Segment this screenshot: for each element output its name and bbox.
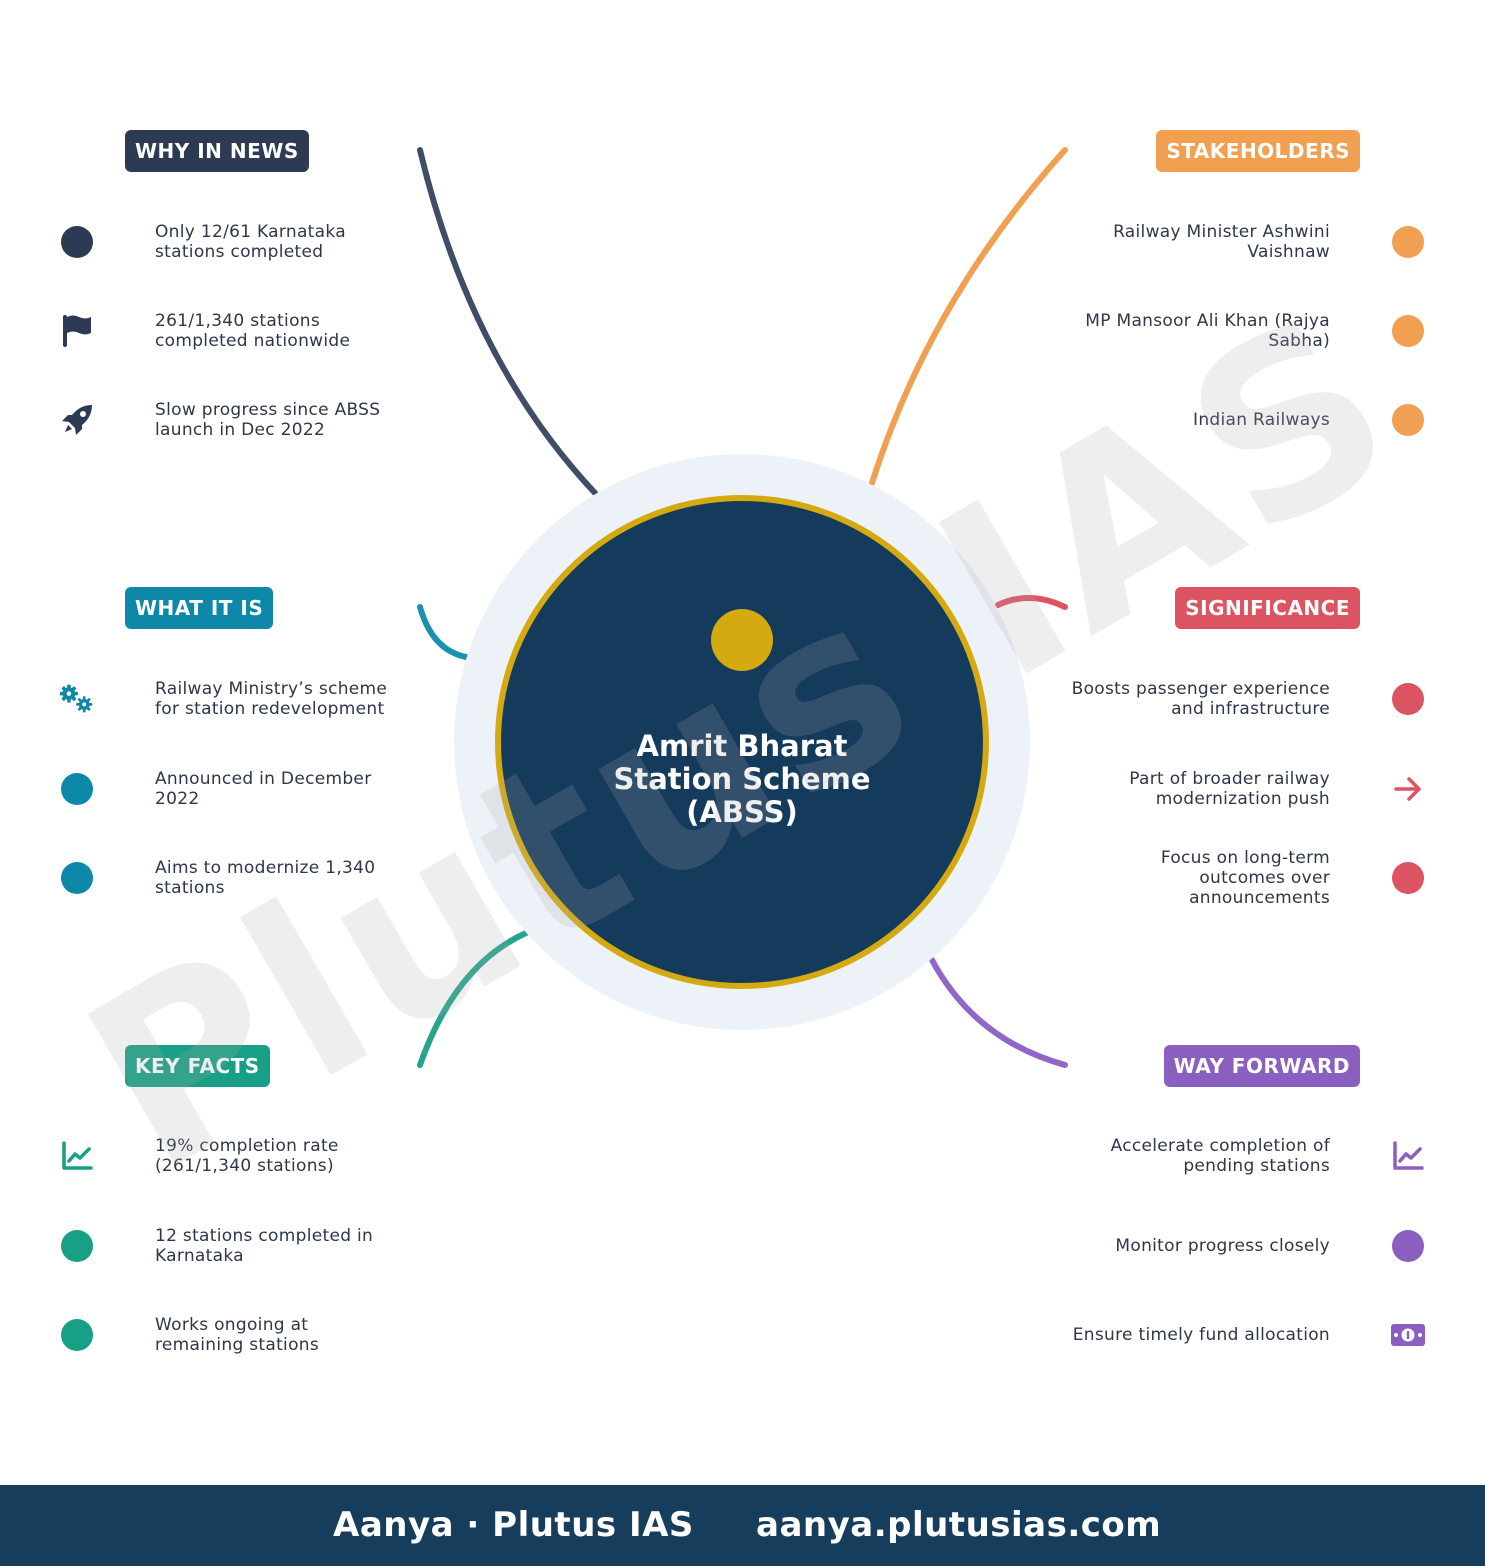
- stakeholders-item-1: Railway Minister Ashwini Vaishnaw: [1113, 222, 1330, 262]
- circle-icon: [1390, 402, 1426, 438]
- footer-website-link[interactable]: aanya.plutusias.com: [756, 1505, 1162, 1545]
- circle-icon: [59, 1317, 95, 1353]
- circle-icon: [59, 1228, 95, 1264]
- center-title: Amrit Bharat Station Scheme (ABSS): [613, 729, 871, 829]
- why-item-2: 261/1,340 stations completed nationwide: [155, 311, 351, 351]
- circle-icon: [1390, 1228, 1426, 1264]
- facts-item-3: Works ongoing at remaining stations: [155, 1315, 320, 1355]
- circle-icon: [1390, 313, 1426, 349]
- what-item-2: Announced in December 2022: [155, 769, 372, 809]
- stakeholders-item-2: MP Mansoor Ali Khan (Rajya Sabha): [1085, 311, 1330, 351]
- branch-line-facts: [417, 930, 529, 1068]
- way-item-2: Monitor progress closely: [1115, 1236, 1330, 1256]
- why-item-3: Slow progress since ABSS launch in Dec 2…: [155, 400, 381, 440]
- branch-label-stakeholders: STAKEHOLDERS: [1156, 130, 1360, 172]
- center-circle: [495, 495, 989, 989]
- branch-label-way: WAY FORWARD: [1163, 1045, 1360, 1087]
- why-item-1: Only 12/61 Karnataka stations completed: [155, 222, 346, 262]
- branch-line-stakeholders: [869, 147, 1068, 486]
- way-item-3: Ensure timely fund allocation: [1072, 1325, 1330, 1345]
- footer-brand: Aanya · Plutus IAS: [333, 1505, 694, 1545]
- branch-label-facts: KEY FACTS: [125, 1045, 270, 1087]
- arrow-right-icon: [1390, 771, 1426, 807]
- branch-label-what: WHAT IT IS: [125, 587, 274, 629]
- chart-line-icon: [59, 1138, 95, 1174]
- circle-icon: [59, 860, 95, 896]
- circle-icon: [1390, 224, 1426, 260]
- branch-line-what: [417, 604, 469, 660]
- circle-icon: [59, 771, 95, 807]
- what-item-1: Railway Ministry’s scheme for station re…: [155, 679, 388, 719]
- branch-line-why: [417, 147, 598, 496]
- branch-line-significance: [995, 594, 1068, 610]
- significance-item-1: Boosts passenger experience and infrastr…: [1071, 679, 1330, 719]
- chart-line-icon: [1390, 1138, 1426, 1174]
- branch-line-way: [929, 957, 1068, 1068]
- flag-icon: [59, 313, 95, 349]
- branch-label-significance: SIGNIFICANCE: [1175, 587, 1360, 629]
- what-item-3: Aims to modernize 1,340 stations: [155, 858, 376, 898]
- branch-label-why: WHY IN NEWS: [125, 130, 309, 172]
- center-dot: [711, 609, 773, 671]
- circle-icon: [59, 224, 95, 260]
- significance-item-3: Focus on long-term outcomes over announc…: [1160, 848, 1330, 908]
- stakeholders-item-3: Indian Railways: [1193, 410, 1330, 430]
- gears-icon: [59, 681, 95, 717]
- significance-item-2: Part of broader railway modernization pu…: [1129, 769, 1330, 809]
- footer-bar: Aanya · Plutus IAS aanya.plutusias.com: [0, 1485, 1485, 1566]
- circle-icon: [1390, 860, 1426, 896]
- rocket-icon: [59, 402, 95, 438]
- money-bill-icon: [1390, 1317, 1426, 1353]
- facts-item-2: 12 stations completed in Karnataka: [155, 1226, 374, 1266]
- facts-item-1: 19% completion rate (261/1,340 stations): [155, 1136, 339, 1176]
- way-item-1: Accelerate completion of pending station…: [1110, 1136, 1330, 1176]
- circle-icon: [1390, 681, 1426, 717]
